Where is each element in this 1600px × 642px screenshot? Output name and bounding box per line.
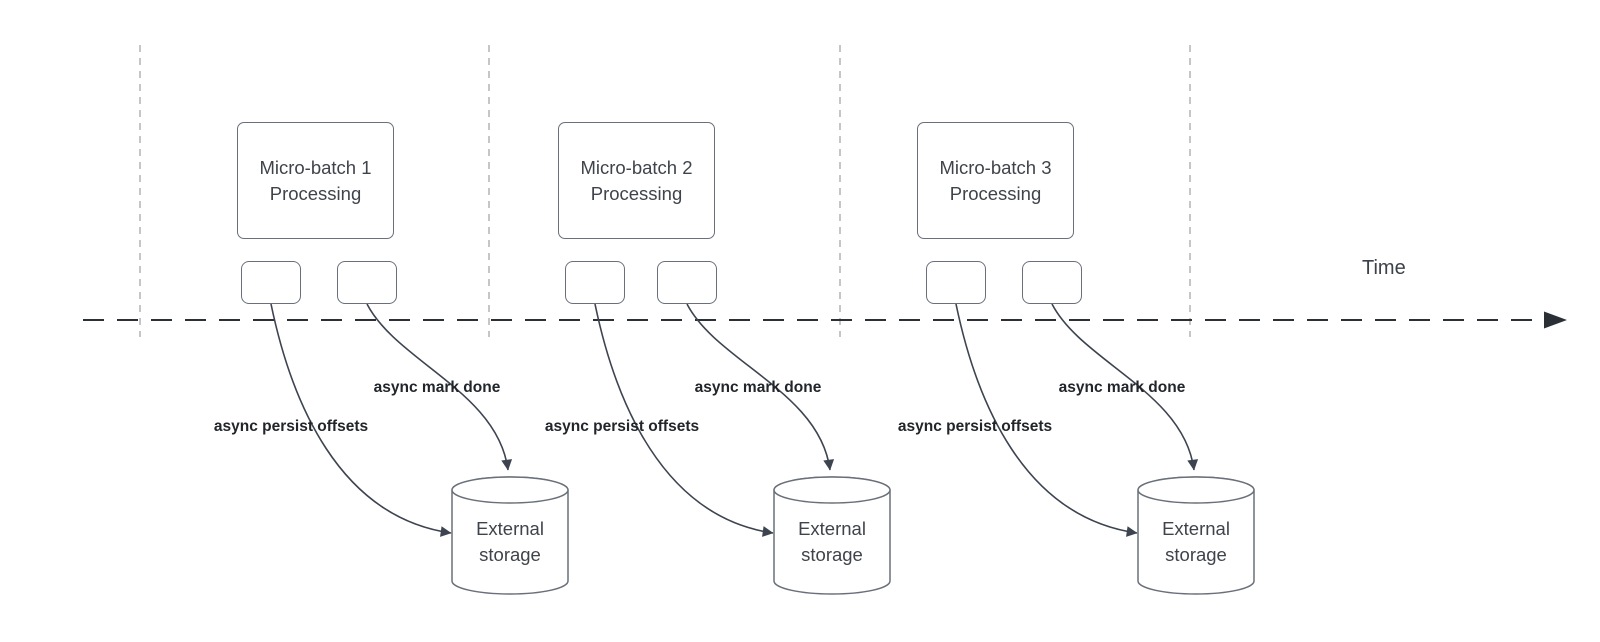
external-storage-label-1: External storage xyxy=(440,516,580,568)
mark-done-arrow-3 xyxy=(1051,303,1199,471)
async-op-box-persist-3 xyxy=(926,261,986,304)
micro-batch-3-title: Micro-batch 3 xyxy=(939,156,1052,178)
micro-batch-2-box: Micro-batch 2 Processing xyxy=(558,122,715,239)
storage-cylinder-top-3 xyxy=(1137,476,1255,504)
async-arrows xyxy=(270,303,1199,537)
micro-batch-3-box: Micro-batch 3 Processing xyxy=(917,122,1074,239)
persist-offsets-label-2: async persist offsets xyxy=(544,418,700,435)
external-storage-line2: storage xyxy=(801,544,863,565)
persist-offsets-label-3: async persist offsets xyxy=(897,418,1053,435)
persist-offsets-arrow-1 xyxy=(270,303,452,537)
micro-batch-1-box: Micro-batch 1 Processing xyxy=(237,122,394,239)
guide-lines xyxy=(139,45,1191,337)
external-storage-line1: External xyxy=(1162,518,1230,539)
async-op-box-mark-2 xyxy=(657,261,717,304)
time-axis xyxy=(83,311,1567,329)
mark-done-label-1: async mark done xyxy=(373,379,501,396)
persist-offsets-arrow-2 xyxy=(594,303,774,537)
external-storage-line2: storage xyxy=(1165,544,1227,565)
storage-cylinder-top-2 xyxy=(773,476,891,504)
micro-batch-2-subtitle: Processing xyxy=(590,182,683,204)
mark-done-arrow-1 xyxy=(366,303,513,471)
persist-offsets-label-1: async persist offsets xyxy=(213,418,369,435)
micro-batch-2-title: Micro-batch 2 xyxy=(580,156,693,178)
async-op-box-persist-1 xyxy=(241,261,301,304)
persist-offsets-arrow-3 xyxy=(955,303,1138,537)
external-storage-line1: External xyxy=(476,518,544,539)
external-storage-label-3: External storage xyxy=(1126,516,1266,568)
time-axis-label: Time xyxy=(1362,257,1406,279)
async-op-box-mark-1 xyxy=(337,261,397,304)
mark-done-arrow-2 xyxy=(686,303,835,471)
micro-batch-1-subtitle: Processing xyxy=(269,182,362,204)
external-storage-line2: storage xyxy=(479,544,541,565)
external-storage-line1: External xyxy=(798,518,866,539)
mark-done-label-2: async mark done xyxy=(694,379,822,396)
micro-batch-3-subtitle: Processing xyxy=(949,182,1042,204)
async-op-box-persist-2 xyxy=(565,261,625,304)
storage-cylinder-top-1 xyxy=(451,476,569,504)
async-op-box-mark-3 xyxy=(1022,261,1082,304)
time-axis-arrowhead-icon xyxy=(1544,311,1567,329)
storage-cylinders xyxy=(451,476,1255,595)
mark-done-label-3: async mark done xyxy=(1058,379,1186,396)
external-storage-label-2: External storage xyxy=(762,516,902,568)
micro-batch-1-title: Micro-batch 1 xyxy=(259,156,372,178)
